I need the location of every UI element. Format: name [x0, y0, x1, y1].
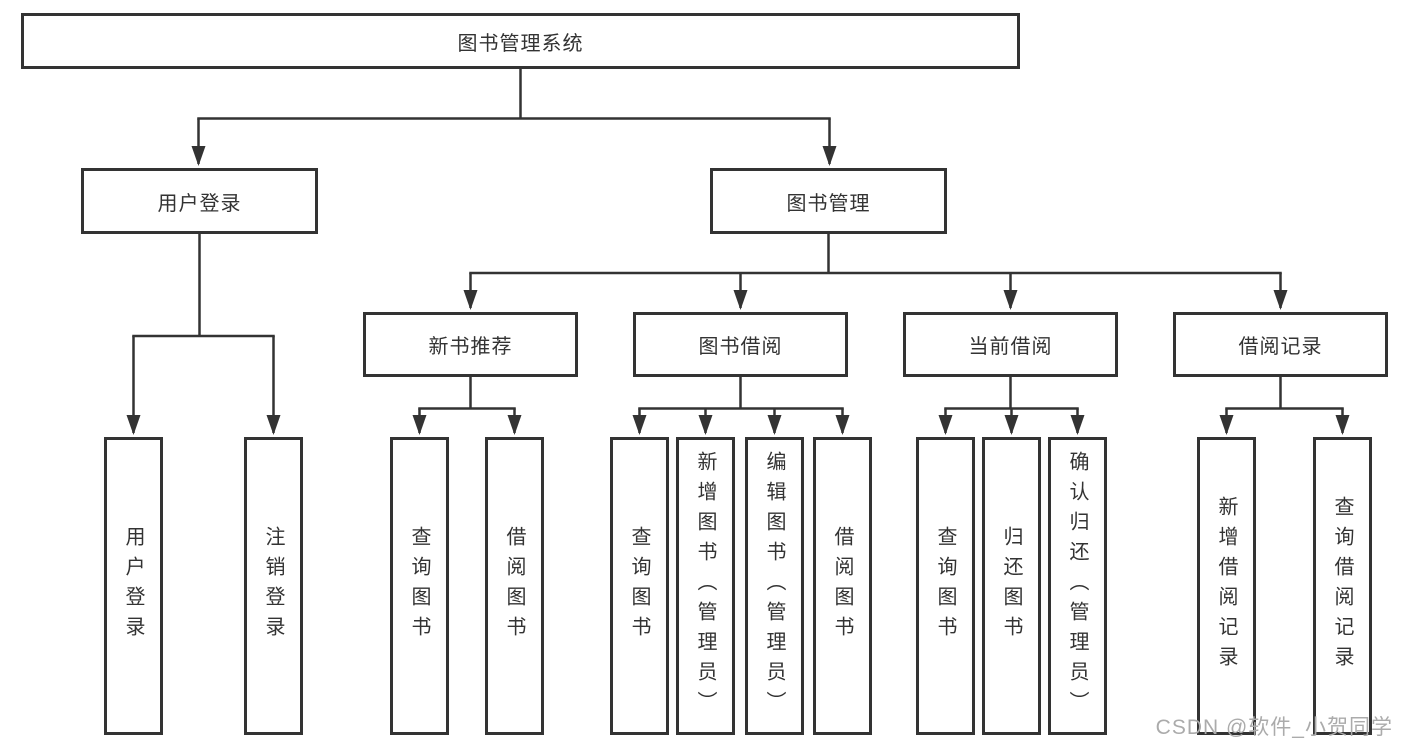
csdn-watermark: CSDN @软件_小贺同学 — [1155, 716, 1393, 739]
node-new-book-recommend: 新书推荐 — [363, 312, 578, 377]
node-user-login: 用户登录 — [81, 168, 318, 234]
leaf-borrow-book-recommend: 借阅图书 — [485, 437, 544, 735]
leaf-add-book-admin: 新增图书（管理员） — [676, 437, 735, 735]
leaf-user-login: 用户登录 — [104, 437, 163, 735]
node-root: 图书管理系统 — [21, 13, 1020, 69]
node-book-borrow: 图书借阅 — [633, 312, 848, 377]
leaf-add-borrow-record: 新增借阅记录 — [1197, 437, 1256, 735]
node-current-borrow: 当前借阅 — [903, 312, 1118, 377]
leaf-logout: 注销登录 — [244, 437, 303, 735]
leaf-confirm-return-admin: 确认归还（管理员） — [1048, 437, 1107, 735]
node-book-management: 图书管理 — [710, 168, 947, 234]
leaf-return-book: 归还图书 — [982, 437, 1041, 735]
leaf-query-book-current: 查询图书 — [916, 437, 975, 735]
leaf-query-book-recommend: 查询图书 — [390, 437, 449, 735]
leaf-query-borrow-record: 查询借阅记录 — [1313, 437, 1372, 735]
leaf-query-book-borrow: 查询图书 — [610, 437, 669, 735]
node-borrow-record: 借阅记录 — [1173, 312, 1388, 377]
leaf-borrow-book: 借阅图书 — [813, 437, 872, 735]
leaf-edit-book-admin: 编辑图书（管理员） — [745, 437, 804, 735]
